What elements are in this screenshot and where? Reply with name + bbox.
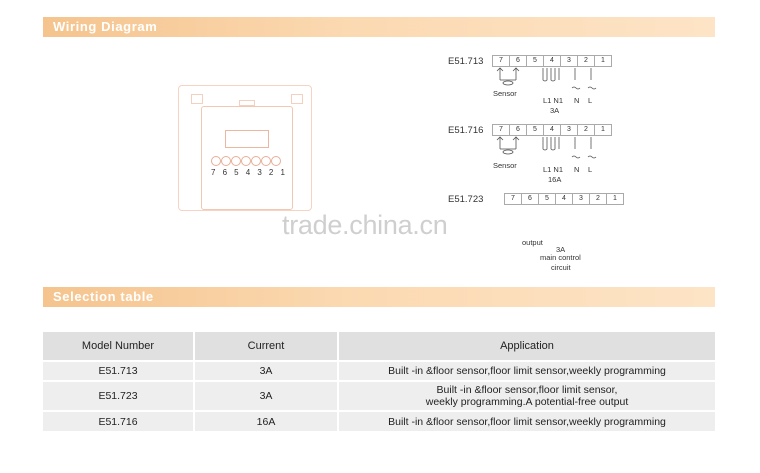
device-tab xyxy=(239,100,255,106)
table-row: E51.716 16A Built -in &floor sensor,floo… xyxy=(43,410,715,431)
watermark: trade.china.cn xyxy=(282,210,448,240)
cell-model: E51.716 xyxy=(43,410,195,431)
wiring-lines xyxy=(496,67,597,90)
n-label: N xyxy=(574,165,580,174)
l1-n1-label: L1 N1 xyxy=(543,165,564,174)
l-label: L xyxy=(588,165,593,174)
cell-current: 3A xyxy=(194,360,339,381)
n-label: N xyxy=(574,96,580,105)
selection-table-header: Selection table xyxy=(43,287,715,307)
sensor-label: Sensor xyxy=(493,161,517,170)
main-control-label: main control xyxy=(540,253,581,262)
current-label: 3A xyxy=(550,106,560,115)
current-label: 16A xyxy=(548,175,562,184)
output-label: output xyxy=(522,238,543,247)
table-row: E51.723 3A Built -in &floor sensor,floor… xyxy=(43,380,715,411)
cell-model: E51.723 xyxy=(43,380,195,411)
device-tab xyxy=(291,94,303,104)
column-header-application: Application xyxy=(338,332,715,361)
thermostat-device-illustration: 7 6 5 4 3 2 1 xyxy=(178,85,312,211)
table-row: E51.713 3A Built -in &floor sensor,floor… xyxy=(43,360,715,381)
cell-model: E51.713 xyxy=(43,360,195,381)
device-tab xyxy=(191,94,203,104)
cell-application: Built -in &floor sensor,floor limit sens… xyxy=(338,380,715,411)
device-display xyxy=(225,130,269,148)
cell-application: Built -in &floor sensor,floor limit sens… xyxy=(338,410,715,431)
model-label: E51.716 xyxy=(448,125,484,136)
sensor-label: Sensor xyxy=(493,89,517,98)
current-label: 3A xyxy=(556,245,566,254)
model-label: E51.713 xyxy=(448,56,484,67)
device-terminal-numbers: 7 6 5 4 3 2 1 xyxy=(211,168,285,177)
table-header-row: Model Number Current Application xyxy=(43,332,715,361)
circuit-label: circuit xyxy=(551,263,571,272)
cell-application: Built -in &floor sensor,floor limit sens… xyxy=(338,360,715,381)
wiring-lines xyxy=(496,136,597,159)
l-label: L xyxy=(588,96,593,105)
terminal-holes xyxy=(211,156,281,168)
l1-n1-label: L1 N1 xyxy=(543,96,564,105)
wiring-diagram-header: Wiring Diagram xyxy=(43,17,715,37)
model-label: E51.723 xyxy=(448,194,484,205)
selection-table: Model Number Current Application E51.713… xyxy=(43,332,715,431)
column-header-model: Model Number xyxy=(43,332,195,361)
cell-current: 3A xyxy=(194,380,339,411)
column-header-current: Current xyxy=(194,332,339,361)
cell-current: 16A xyxy=(194,410,339,431)
device-inner-frame xyxy=(201,106,293,210)
